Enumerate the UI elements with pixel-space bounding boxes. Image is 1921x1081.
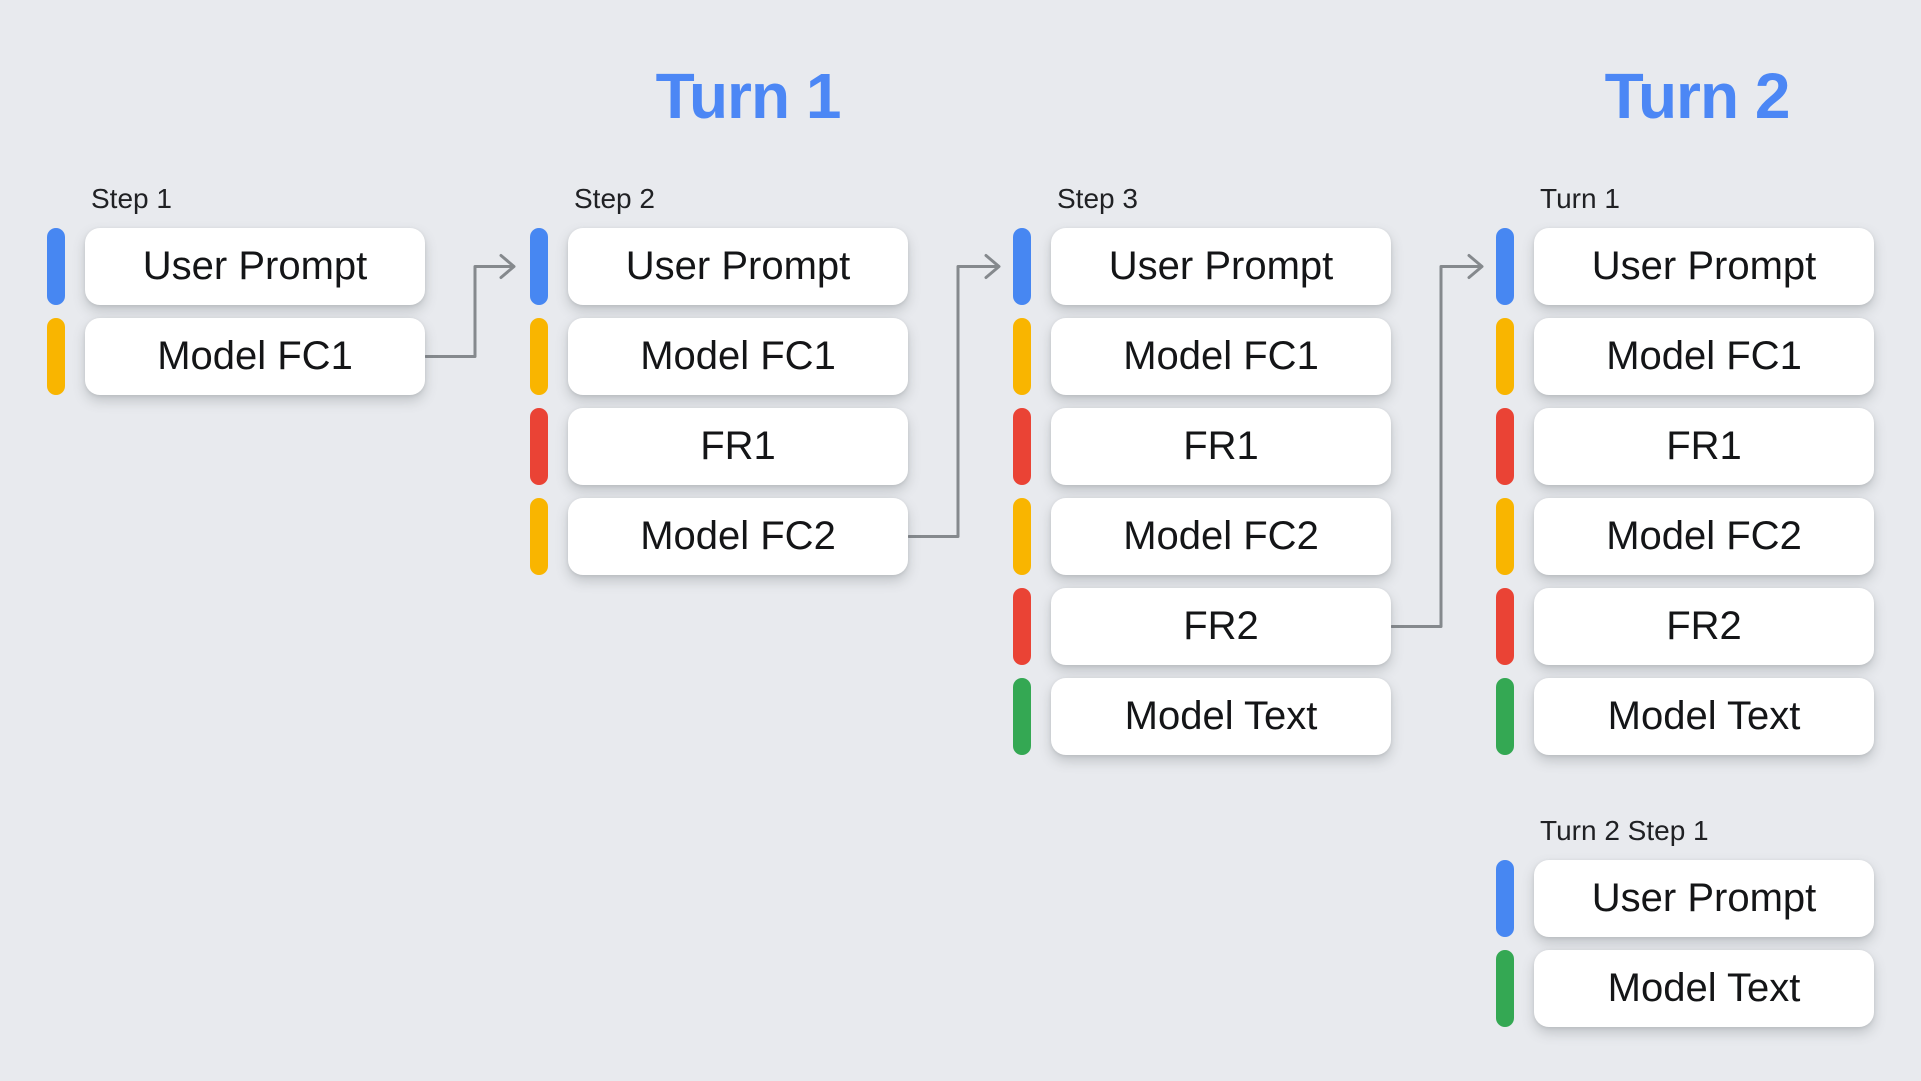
message-row: Model FC1 xyxy=(530,318,908,395)
box-model-fc1: Model FC1 xyxy=(1051,318,1391,395)
arrow-step2-to-step3 xyxy=(907,254,1001,538)
function-response-color-bar xyxy=(530,408,548,485)
box-model-fc2: Model FC2 xyxy=(1534,498,1874,575)
message-row: Model FC2 xyxy=(1013,498,1391,575)
box-model-fc1: Model FC1 xyxy=(1534,318,1874,395)
model-text-color-bar xyxy=(1013,678,1031,755)
box-fr2: FR2 xyxy=(1051,588,1391,665)
box-model-text: Model Text xyxy=(1534,678,1874,755)
box-user-prompt: User Prompt xyxy=(568,228,908,305)
arrow-step1-to-step2 xyxy=(424,254,516,358)
message-row: User Prompt xyxy=(530,228,908,305)
message-row: Model FC2 xyxy=(1496,498,1874,575)
message-row: User Prompt xyxy=(1496,860,1874,937)
box-model-fc1: Model FC1 xyxy=(568,318,908,395)
arrow-step3-to-turn1 xyxy=(1390,254,1484,628)
model-text-color-bar xyxy=(1496,950,1514,1027)
message-row: FR1 xyxy=(530,408,908,485)
function-response-color-bar xyxy=(1496,588,1514,665)
message-row: Model FC1 xyxy=(1496,318,1874,395)
message-row: Model Text xyxy=(1013,678,1391,755)
model-function-call-color-bar xyxy=(530,498,548,575)
turn-2-header: Turn 2 xyxy=(1604,60,1791,132)
column-step-3: Step 3 User Prompt Model FC1 FR1 Model F… xyxy=(1013,184,1391,768)
user-prompt-color-bar xyxy=(1013,228,1031,305)
box-user-prompt: User Prompt xyxy=(1534,860,1874,937)
function-response-color-bar xyxy=(1013,408,1031,485)
model-function-call-color-bar xyxy=(1496,318,1514,395)
box-fr1: FR1 xyxy=(1051,408,1391,485)
model-function-call-color-bar xyxy=(530,318,548,395)
message-row: Model Text xyxy=(1496,950,1874,1027)
user-prompt-color-bar xyxy=(1496,860,1514,937)
message-row: FR1 xyxy=(1013,408,1391,485)
column-label: Step 1 xyxy=(91,183,172,214)
user-prompt-color-bar xyxy=(47,228,65,305)
message-row: FR2 xyxy=(1496,588,1874,665)
model-function-call-color-bar xyxy=(1013,498,1031,575)
column-label: Step 3 xyxy=(1057,183,1138,214)
box-model-text: Model Text xyxy=(1534,950,1874,1027)
column-step-1: Step 1 User Prompt Model FC1 xyxy=(47,184,425,408)
column-label: Step 2 xyxy=(574,183,655,214)
message-row: FR2 xyxy=(1013,588,1391,665)
box-model-fc2: Model FC2 xyxy=(1051,498,1391,575)
column-turn-1-history: Turn 1 User Prompt Model FC1 FR1 Model F… xyxy=(1496,184,1874,768)
user-prompt-color-bar xyxy=(1496,228,1514,305)
model-function-call-color-bar xyxy=(47,318,65,395)
box-model-text: Model Text xyxy=(1051,678,1391,755)
column-step-2: Step 2 User Prompt Model FC1 FR1 Model F… xyxy=(530,184,908,588)
user-prompt-color-bar xyxy=(530,228,548,305)
message-row: Model FC1 xyxy=(47,318,425,395)
message-row: User Prompt xyxy=(1496,228,1874,305)
box-user-prompt: User Prompt xyxy=(85,228,425,305)
message-row: FR1 xyxy=(1496,408,1874,485)
box-fr1: FR1 xyxy=(1534,408,1874,485)
message-row: User Prompt xyxy=(47,228,425,305)
column-label: Turn 2 Step 1 xyxy=(1540,815,1709,846)
message-row: Model Text xyxy=(1496,678,1874,755)
model-text-color-bar xyxy=(1496,678,1514,755)
box-model-fc1: Model FC1 xyxy=(85,318,425,395)
function-response-color-bar xyxy=(1013,588,1031,665)
box-fr1: FR1 xyxy=(568,408,908,485)
function-response-color-bar xyxy=(1496,408,1514,485)
turn-1-header: Turn 1 xyxy=(655,60,842,132)
column-turn-2-step-1: Turn 2 Step 1 User Prompt Model Text xyxy=(1496,816,1874,1040)
model-function-call-color-bar xyxy=(1496,498,1514,575)
message-row: User Prompt xyxy=(1013,228,1391,305)
message-row: Model FC2 xyxy=(530,498,908,575)
box-model-fc2: Model FC2 xyxy=(568,498,908,575)
box-fr2: FR2 xyxy=(1534,588,1874,665)
model-function-call-color-bar xyxy=(1013,318,1031,395)
column-label: Turn 1 xyxy=(1540,183,1620,214)
message-row: Model FC1 xyxy=(1013,318,1391,395)
box-user-prompt: User Prompt xyxy=(1051,228,1391,305)
box-user-prompt: User Prompt xyxy=(1534,228,1874,305)
